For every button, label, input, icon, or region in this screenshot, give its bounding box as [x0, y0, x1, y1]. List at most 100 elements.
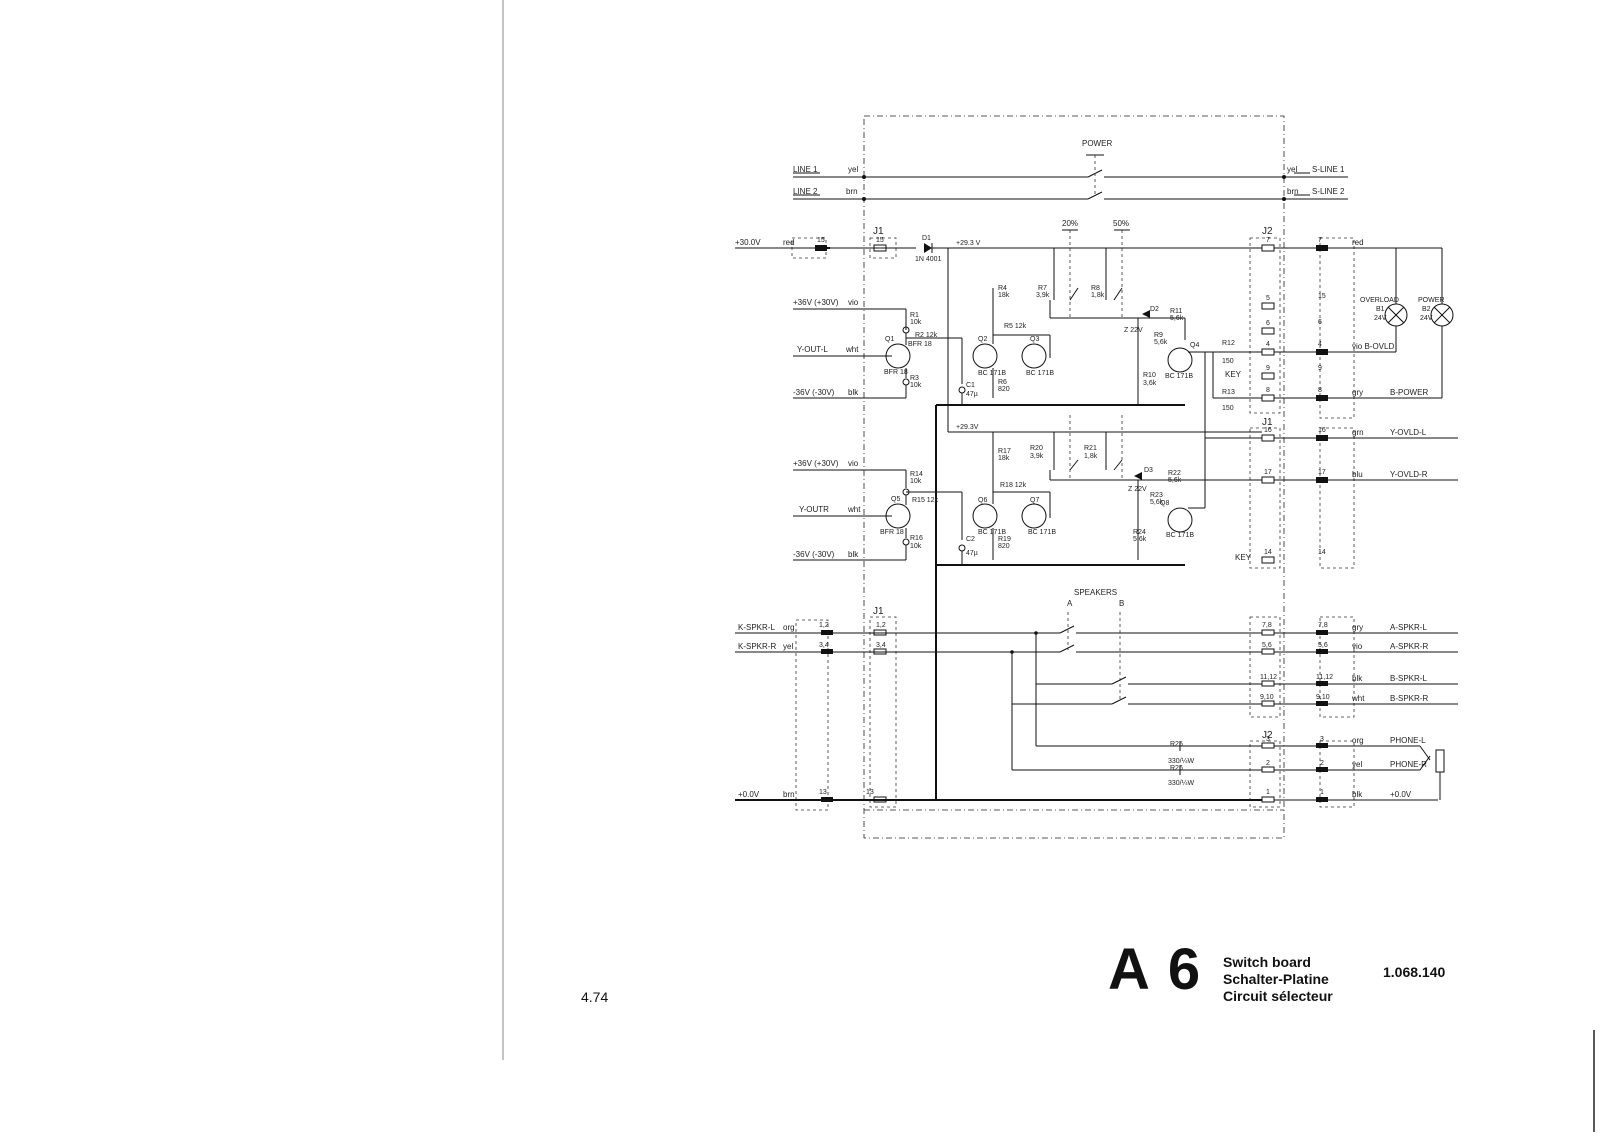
- j2-pin-4: 4: [1266, 341, 1270, 348]
- r4-label: R4: [998, 285, 1007, 292]
- right-bpower-label: B-POWER: [1390, 388, 1428, 397]
- line-inputs: [793, 154, 1348, 201]
- j2-pin-1: 1: [1266, 789, 1270, 796]
- right-wht-color: wht: [1351, 694, 1365, 703]
- left-pin-15: 15: [817, 237, 825, 244]
- r17-value: 18k: [998, 455, 1010, 462]
- right-aspkrl-label: A-SPKR-L: [1390, 623, 1427, 632]
- j2-pin-78: 7,8: [1262, 622, 1272, 629]
- phone-jack: [1435, 749, 1445, 773]
- r11-label: R11: [1170, 308, 1182, 315]
- j1-label-bottom: J1: [873, 606, 884, 617]
- right-bspkrr-label: B-SPKR-R: [1390, 694, 1428, 703]
- right-plug-wiring: [1274, 245, 1458, 802]
- right-blk-color: blk: [1352, 674, 1363, 683]
- right-pin-2: 2: [1320, 760, 1324, 767]
- overload-lamp-label: OVERLOAD: [1360, 297, 1399, 304]
- r25-value: 330/¼W: [1168, 758, 1194, 765]
- r14-label: R14: [910, 471, 923, 478]
- b2-label: B2: [1422, 306, 1431, 313]
- q2-label: Q2: [978, 336, 987, 343]
- j2-pin-910: 9,10: [1260, 694, 1274, 701]
- left-plug-bottom: [795, 619, 829, 811]
- right-pin-8: 8: [1318, 387, 1322, 394]
- speaker-b-switch-2: [1111, 696, 1127, 705]
- lower-channel-wiring: [793, 415, 1262, 565]
- line2-color: brn: [846, 187, 858, 196]
- q8-label: Q8: [1160, 500, 1169, 507]
- j2-pin-3: 3: [1266, 736, 1270, 743]
- power-switch-label: POWER: [1082, 139, 1112, 148]
- d1-diode: [924, 243, 932, 253]
- r22-label: R22: [1168, 470, 1181, 477]
- q5-type: BFR 18: [880, 529, 904, 536]
- r14-value: 10k: [910, 478, 922, 485]
- p36b-color: vio: [848, 459, 859, 468]
- r7-value: 3,9k: [1036, 292, 1050, 299]
- j2-pin-9: 9: [1266, 365, 1270, 372]
- j2-pin-markers: [1261, 244, 1275, 803]
- r9-value: 5,6k: [1154, 339, 1168, 346]
- speaker-a-label: A: [1067, 599, 1073, 608]
- line1-color: yel: [848, 165, 858, 174]
- r11-value: 5,6k: [1170, 315, 1184, 322]
- sline1-color: yel: [1287, 165, 1297, 174]
- r13-label: R13: [1222, 389, 1235, 396]
- right-pin-910: 9,10: [1316, 694, 1330, 701]
- m36b-color: blk: [848, 550, 859, 559]
- title-german: Schalter-Platine: [1223, 971, 1329, 987]
- right-pin-16: 16: [1318, 427, 1326, 434]
- q8-transistor: [1167, 507, 1193, 533]
- pct50-switch-lower: [1113, 459, 1123, 471]
- right-pin-15: 15: [1318, 293, 1326, 300]
- right-p00-label: +0.0V: [1390, 790, 1412, 799]
- page-number: 4.74: [581, 989, 609, 1005]
- pct20-switch-lower: [1069, 459, 1079, 471]
- q3-label: Q3: [1030, 336, 1039, 343]
- sheet-code: A 6: [1108, 937, 1203, 1002]
- b1-label: B1: [1376, 306, 1385, 313]
- r7-label: R7: [1038, 285, 1047, 292]
- youtl-label: Y-OUT-L: [797, 345, 828, 354]
- right-gry2-color: gry: [1352, 623, 1363, 632]
- r18-label: R18 12k: [1000, 482, 1027, 489]
- q7-type: BC 171B: [1028, 529, 1056, 536]
- b2-voltage: 24V: [1420, 315, 1433, 322]
- youtl-color: wht: [845, 345, 859, 354]
- q6-transistor: [972, 503, 998, 529]
- right-plug-mid: [1319, 427, 1355, 569]
- r22-value: 5,6k: [1168, 477, 1182, 484]
- right-yovldr-label: Y-OVLD-R: [1390, 470, 1428, 479]
- right-yel-color: yel: [1352, 760, 1362, 769]
- v293-label-b: +29.3V: [956, 424, 979, 431]
- right-vio2-color: vio: [1352, 642, 1363, 651]
- j1-box-bottom: [869, 616, 897, 808]
- right-pin-1: 1: [1320, 789, 1324, 796]
- speaker-wiring: [735, 612, 1262, 775]
- d1-type: 1N 4001: [915, 256, 942, 263]
- right-pin-9: 9: [1318, 365, 1322, 372]
- m36a-color: blk: [848, 388, 859, 397]
- r10-value: 3,6k: [1143, 380, 1157, 387]
- p36a-label: +36V (+30V): [793, 298, 839, 307]
- d3-label: D3: [1144, 467, 1153, 474]
- right-phonel-label: PHONE-L: [1390, 736, 1426, 745]
- j2-pin-7: 7: [1266, 237, 1270, 244]
- r26-value: 330/¼W: [1168, 780, 1194, 787]
- c1-value: 47µ: [966, 391, 978, 398]
- r1-label: R1: [910, 312, 919, 319]
- r15-label: R15 12k: [912, 497, 939, 504]
- r8-label: R8: [1091, 285, 1100, 292]
- r13-value: 150: [1222, 405, 1234, 412]
- left-pin-13: 13: [819, 789, 827, 796]
- j2-pin-16: 16: [1264, 427, 1272, 434]
- title-french: Circuit sélecteur: [1223, 988, 1333, 1004]
- sline1-label: S-LINE 1: [1312, 165, 1345, 174]
- r21-label: R21: [1084, 445, 1097, 452]
- youtr-color: wht: [847, 505, 861, 514]
- key-label-lower: KEY: [1235, 553, 1252, 562]
- right-pin-14: 14: [1318, 549, 1326, 556]
- q7-label: Q7: [1030, 497, 1039, 504]
- r8-value: 1,8k: [1091, 292, 1105, 299]
- q3-type: BC 171B: [1026, 370, 1054, 377]
